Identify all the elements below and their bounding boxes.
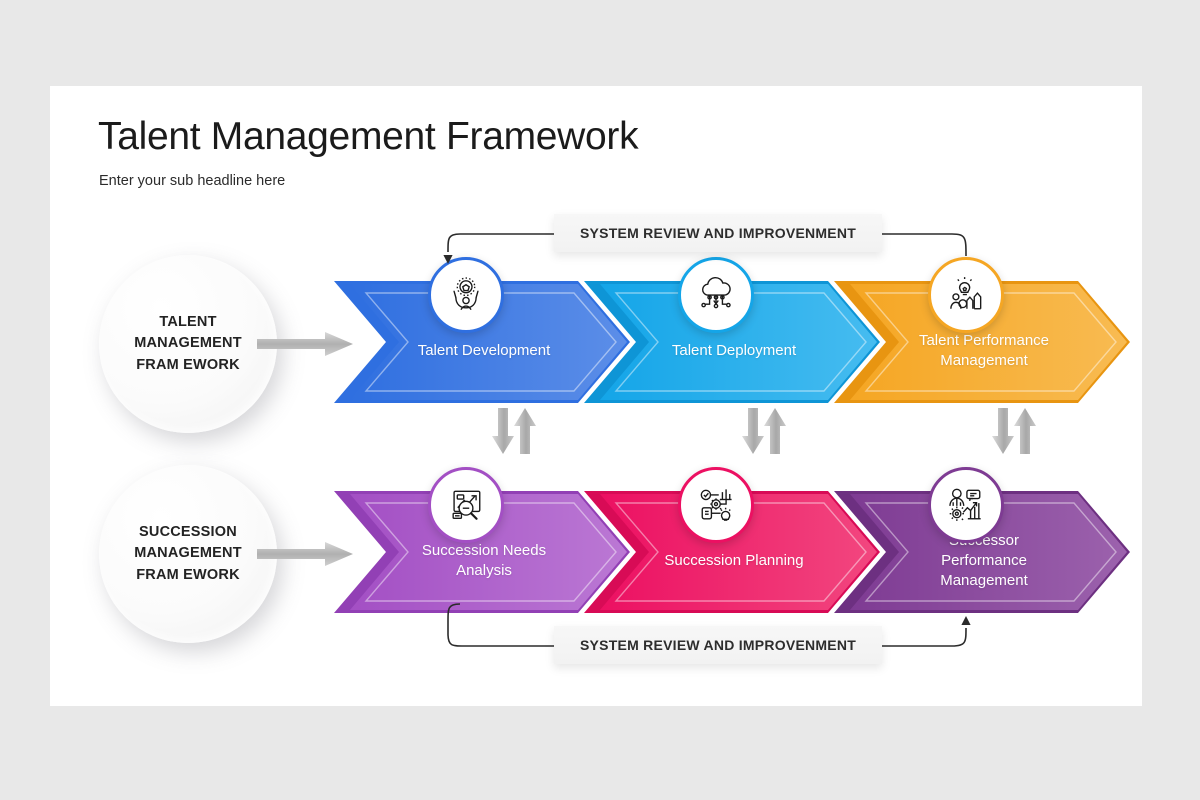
side-circle-talent-line1: TALENT — [159, 314, 217, 331]
icon-bubble-talent-development[interactable] — [428, 257, 504, 333]
banner-system-review-bottom-label: SYSTEM REVIEW AND IMPROVENMENT — [579, 637, 857, 653]
feeder-arrow-succession — [257, 542, 353, 566]
vertical-arrows-talent-performance — [992, 408, 1036, 454]
icon-bubble-talent-performance-management[interactable] — [928, 257, 1004, 333]
side-circle-talent-line2: MANAGEMENT — [134, 335, 242, 352]
banner-system-review-top-label: SYSTEM REVIEW AND IMPROVENMENT — [579, 225, 857, 241]
report-search-icon — [452, 490, 481, 520]
side-circle-succession-label: SUCCESSION MANAGEMENT FRAM EWORK — [134, 522, 242, 585]
side-circle-succession-line1: SUCCESSION — [139, 524, 237, 541]
side-circle-succession-line3: FRAM EWORK — [136, 566, 240, 583]
succession-row-chevrons — [334, 491, 1130, 613]
page-title: Talent Management Framework — [98, 115, 639, 158]
chevron-talent-development[interactable] — [334, 281, 630, 403]
chevron-succession-planning[interactable] — [584, 491, 880, 613]
banner-system-review-top[interactable]: SYSTEM REVIEW AND IMPROVENMENT — [554, 214, 882, 252]
side-circle-succession-line2: MANAGEMENT — [134, 545, 242, 562]
side-circle-talent-label: TALENT MANAGEMENT FRAM EWORK — [134, 312, 242, 375]
chevron-talent-deployment[interactable] — [584, 281, 880, 403]
side-circle-talent[interactable]: TALENT MANAGEMENT FRAM EWORK — [99, 255, 277, 433]
chevron-talent-performance-management[interactable] — [834, 281, 1130, 403]
side-circle-succession[interactable]: SUCCESSION MANAGEMENT FRAM EWORK — [99, 465, 277, 643]
icon-bubble-talent-deployment[interactable] — [678, 257, 754, 333]
banner-system-review-bottom[interactable]: SYSTEM REVIEW AND IMPROVENMENT — [554, 626, 882, 664]
icon-bubble-succession-needs-analysis[interactable] — [428, 467, 504, 543]
icon-bubble-successor-performance-management[interactable] — [928, 467, 1004, 543]
person-bulb-bars-icon — [950, 277, 982, 310]
slide-canvas: Talent Management Framework Enter your s… — [50, 86, 1142, 706]
vertical-arrows-talent-development — [492, 408, 536, 454]
icon-bubble-succession-planning[interactable] — [678, 467, 754, 543]
succession-row: Succession Needs Analysis Succession Pla… — [50, 491, 1142, 613]
page-subtitle: Enter your sub headline here — [99, 173, 286, 189]
vertical-arrows-talent-deployment — [742, 408, 786, 454]
talent-row-chevrons — [334, 281, 1130, 403]
feeder-arrow-talent — [257, 332, 353, 356]
bottom-loop-arrowhead — [961, 616, 971, 625]
person-chart-icon — [949, 488, 981, 521]
cloud-network-icon — [701, 276, 731, 309]
chevron-successor-performance-management[interactable] — [834, 491, 1130, 613]
planning-flow-icon — [700, 489, 732, 521]
side-circle-talent-line3: FRAM EWORK — [136, 356, 240, 373]
chevron-succession-needs-analysis[interactable] — [334, 491, 630, 613]
gear-person-icon — [453, 277, 479, 310]
